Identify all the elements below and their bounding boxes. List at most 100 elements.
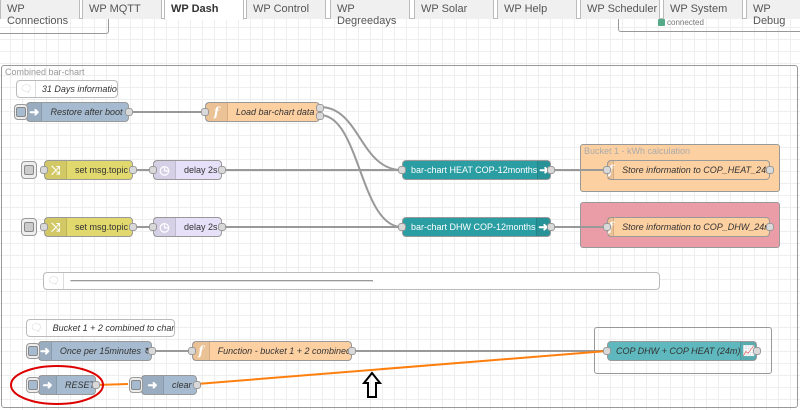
node-restore-after-boot[interactable]: ➜ Restore after boot ¹ bbox=[14, 102, 133, 122]
output-port[interactable] bbox=[547, 223, 555, 231]
tab-label: WP Solar bbox=[421, 3, 468, 15]
function-icon: f bbox=[206, 103, 228, 121]
node-bar-chart-dhw-link[interactable]: bar-chart DHW COP-12months ➜ bbox=[398, 217, 555, 237]
tab-wp-mqtt[interactable]: WP MQTT bbox=[82, 0, 162, 19]
tab-label: WP Scheduler bbox=[587, 3, 658, 15]
node-function-bucket-combined[interactable]: f Function - bucket 1 + 2 combined bbox=[188, 341, 356, 361]
node-load-bar-chart-data[interactable]: f Load bar-chart data bbox=[201, 102, 324, 122]
comment-text: 31 Days information bbox=[41, 84, 117, 94]
tab-label: WP Connections bbox=[7, 3, 69, 27]
tab-wp-connections[interactable]: WP Connections bbox=[0, 0, 80, 27]
clock-icon: ◷ bbox=[154, 161, 176, 179]
node-set-msg-topic-1[interactable]: ⤨ set msg.topic bbox=[21, 160, 137, 180]
inject-icon: ➜ bbox=[27, 103, 43, 121]
comment-bucket-combined[interactable]: 🗨 Bucket 1 + 2 combined to chart bbox=[26, 319, 175, 337]
output-port[interactable] bbox=[193, 381, 201, 389]
output-port[interactable] bbox=[148, 347, 156, 355]
comment-icon: 🗨 bbox=[44, 273, 64, 289]
input-port[interactable] bbox=[201, 108, 209, 116]
tab-wp-scheduler[interactable]: WP Scheduler bbox=[580, 0, 660, 19]
input-port[interactable] bbox=[188, 347, 196, 355]
node-chart-cop[interactable]: COP DHW + COP HEAT (24m) 📈 bbox=[603, 341, 761, 361]
node-label: Function - bucket 1 + 2 combined bbox=[217, 346, 351, 356]
comment-text: Bucket 1 + 2 combined to chart bbox=[52, 323, 174, 333]
node-label: COP DHW + COP HEAT (24m) bbox=[616, 346, 741, 356]
node-reset[interactable]: ➜ RESET bbox=[26, 375, 100, 395]
input-port[interactable] bbox=[603, 347, 611, 355]
output-port[interactable] bbox=[129, 166, 137, 174]
group-label: Bucket 1 - kWh calculation bbox=[584, 146, 691, 156]
tab-label: WP Help bbox=[504, 3, 548, 15]
node-label: RESET bbox=[64, 380, 95, 390]
node-delay-1[interactable]: ◷ delay 2s bbox=[149, 160, 226, 180]
output-port[interactable] bbox=[125, 108, 133, 116]
tab-wp-dash[interactable]: WP Dash bbox=[164, 0, 244, 20]
group-label: Combined bar-chart bbox=[5, 67, 85, 77]
node-bar-chart-heat-link[interactable]: bar-chart HEAT COP-12months ➜ bbox=[398, 160, 555, 180]
link-out-icon: ➜ bbox=[537, 161, 550, 179]
output-port[interactable] bbox=[547, 166, 555, 174]
tab-label: WP Dash bbox=[171, 3, 219, 15]
node-set-msg-topic-2[interactable]: ⤨ set msg.topic bbox=[21, 217, 137, 237]
tab-wp-help[interactable]: WP Help bbox=[497, 0, 577, 19]
output-port[interactable] bbox=[129, 223, 137, 231]
tab-label: WP MQTT bbox=[89, 3, 141, 15]
input-port[interactable] bbox=[603, 166, 611, 174]
input-port[interactable] bbox=[398, 166, 406, 174]
link-out-icon: ➜ bbox=[535, 218, 550, 236]
node-store-cop-heat[interactable]: f Store information to COP_HEAT_24m bbox=[603, 160, 774, 180]
node-label: bar-chart HEAT COP-12months bbox=[411, 165, 538, 175]
change-icon: ⤨ bbox=[45, 218, 67, 236]
node-clear[interactable]: ➜ clear bbox=[129, 375, 201, 395]
node-label: delay 2s bbox=[184, 222, 218, 232]
output-port-2[interactable] bbox=[316, 112, 324, 120]
output-port[interactable] bbox=[766, 166, 774, 174]
node-label: set msg.topic bbox=[75, 222, 129, 232]
node-label: Load bar-chart data bbox=[236, 107, 315, 117]
input-port[interactable] bbox=[40, 223, 48, 231]
input-port[interactable] bbox=[149, 166, 157, 174]
input-port[interactable] bbox=[149, 223, 157, 231]
link-in-button[interactable] bbox=[21, 218, 37, 236]
output-port[interactable] bbox=[218, 166, 226, 174]
tab-label: WP Debug bbox=[753, 3, 786, 27]
tab-wp-solar[interactable]: WP Solar bbox=[414, 0, 494, 19]
tab-wp-control[interactable]: WP Control bbox=[246, 0, 326, 19]
tab-bar: WP Connections WP MQTT WP Dash WP Contro… bbox=[0, 0, 800, 27]
output-port[interactable] bbox=[766, 223, 774, 231]
change-icon: ⤨ bbox=[45, 161, 67, 179]
inject-button[interactable] bbox=[129, 377, 143, 393]
tab-label: WP Degreedays bbox=[337, 3, 397, 27]
input-port[interactable] bbox=[40, 166, 48, 174]
input-port[interactable] bbox=[603, 223, 611, 231]
output-port[interactable] bbox=[92, 381, 100, 389]
status-indicator: connected bbox=[658, 18, 704, 27]
output-port[interactable] bbox=[218, 223, 226, 231]
inject-icon: ➜ bbox=[39, 342, 52, 360]
output-port[interactable] bbox=[348, 347, 356, 355]
node-once-per-15-minutes[interactable]: ➜ Once per 15minutes ↻ bbox=[26, 341, 156, 361]
inject-button[interactable] bbox=[14, 104, 28, 120]
link-in-button[interactable] bbox=[21, 161, 37, 179]
tab-label: WP System bbox=[670, 3, 728, 15]
output-port[interactable] bbox=[753, 347, 761, 355]
node-delay-2[interactable]: ◷ delay 2s bbox=[149, 217, 226, 237]
tab-wp-system[interactable]: WP System bbox=[663, 0, 743, 19]
group-combined-bar-chart[interactable]: Combined bar-chart bbox=[1, 65, 798, 408]
tab-wp-debug[interactable]: WP Debug bbox=[746, 0, 800, 27]
tab-wp-degreedays[interactable]: WP Degreedays bbox=[330, 0, 410, 27]
comment-31-days[interactable]: 🗨 31 Days information bbox=[16, 80, 118, 98]
inject-button[interactable] bbox=[26, 377, 40, 393]
node-store-cop-dhw[interactable]: f Store information to COP_DHW_24m bbox=[603, 217, 774, 237]
input-port[interactable] bbox=[398, 223, 406, 231]
comment-text: ----------------------------------------… bbox=[70, 277, 374, 285]
node-label: bar-chart DHW COP-12months bbox=[411, 222, 536, 232]
inject-button[interactable] bbox=[26, 343, 40, 359]
node-label: set msg.topic bbox=[75, 165, 129, 175]
output-port-1[interactable] bbox=[316, 104, 324, 112]
comment-separator[interactable]: 🗨 --------------------------------------… bbox=[43, 272, 660, 290]
status-dot-icon bbox=[658, 19, 665, 26]
chart-icon: 📈 bbox=[740, 342, 756, 360]
inject-icon: ➜ bbox=[142, 376, 164, 394]
